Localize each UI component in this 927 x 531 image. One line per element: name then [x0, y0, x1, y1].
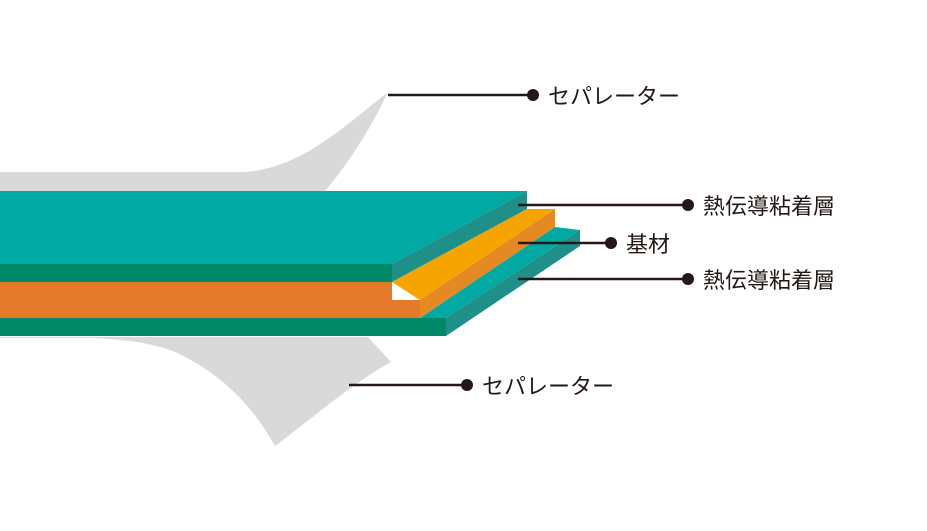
label-substrate: 基材: [626, 233, 670, 258]
leader-substrate: [518, 237, 617, 249]
adhesive-bottom-top-face: [420, 227, 580, 318]
leader-adhesive-top: [518, 199, 694, 211]
adhesive-top-side: [392, 191, 527, 282]
label-adhesive-top: 熱伝導粘着層: [703, 195, 835, 220]
label-separator-top: セパレーター: [548, 85, 680, 110]
leader-separator-bottom: [349, 379, 473, 391]
adhesive-top-front: [0, 264, 392, 282]
adhesive-bottom-side: [446, 230, 580, 336]
leader-separator-top: [388, 89, 539, 101]
label-adhesive-bottom: 熱伝導粘着層: [703, 269, 835, 294]
substrate-side: [420, 209, 555, 318]
adhesive-bottom-front: [0, 318, 446, 336]
separator-bottom-sheet: [0, 337, 391, 446]
adhesive-top-face: [0, 191, 527, 264]
substrate-front: [0, 300, 420, 318]
leader-adhesive-bottom: [518, 273, 694, 285]
label-separator-bottom: セパレーター: [482, 375, 614, 400]
substrate-front-left: [0, 282, 392, 300]
substrate-top-face: [392, 209, 555, 300]
